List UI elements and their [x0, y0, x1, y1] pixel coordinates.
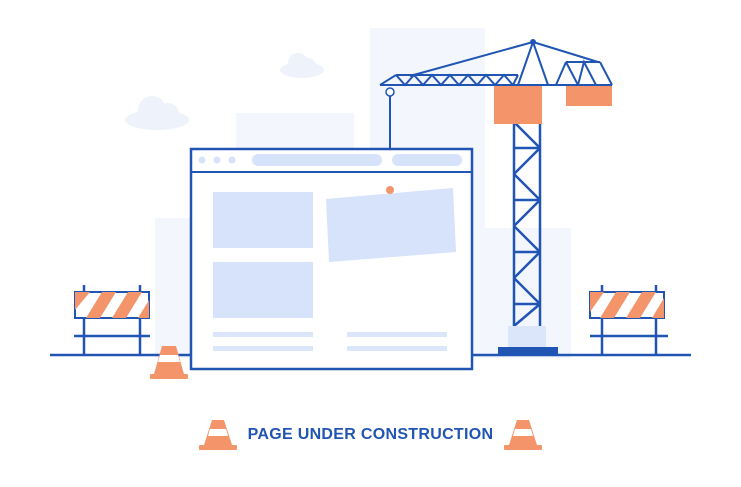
hanging-panel — [326, 186, 456, 262]
caption: PAGE UNDER CONSTRUCTION — [0, 418, 741, 452]
cloud-icon — [280, 53, 324, 78]
cloud-icon — [125, 96, 189, 130]
traffic-cone-icon — [504, 420, 543, 450]
browser-window-icon — [189, 147, 474, 371]
crane-icon — [379, 39, 613, 356]
page-under-construction-text: PAGE UNDER CONSTRUCTION — [247, 426, 494, 443]
barricade-icon — [74, 285, 150, 355]
traffic-cone-icon — [150, 346, 188, 379]
traffic-cone-icon — [198, 420, 237, 450]
barricade-icon — [589, 285, 668, 355]
